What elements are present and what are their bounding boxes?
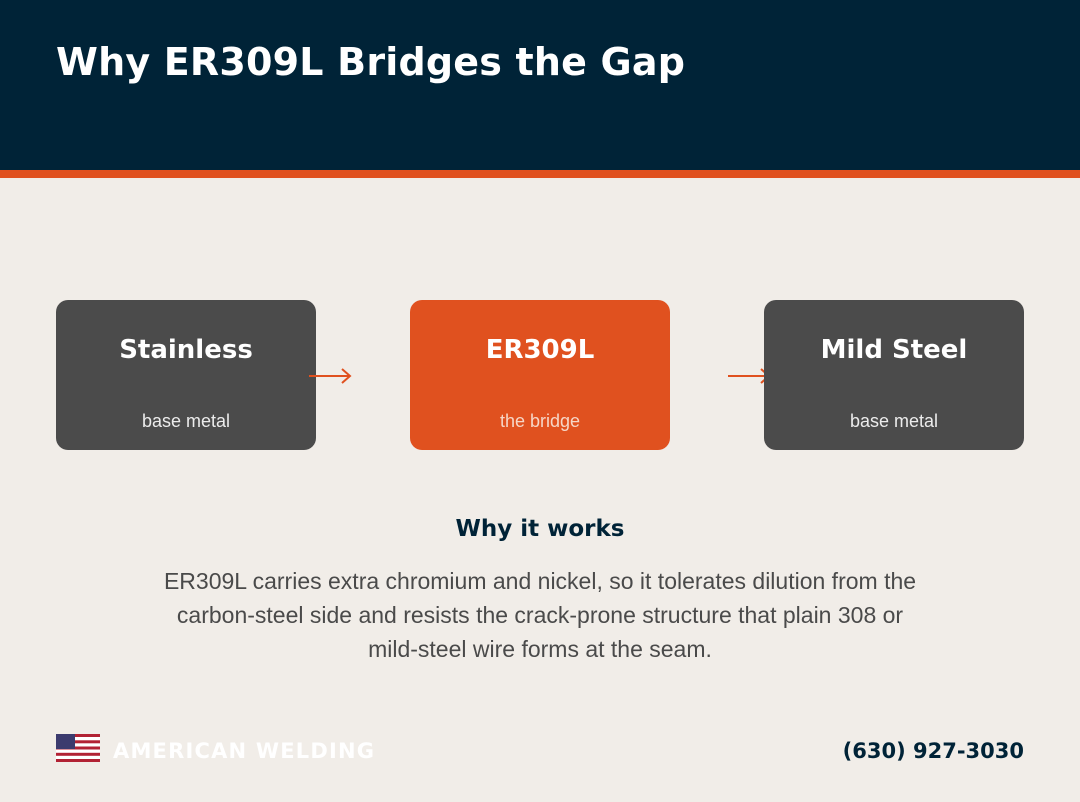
node-subtitle: base metal — [849, 411, 939, 431]
node-subtitle: base metal — [141, 411, 231, 431]
arrow-right-icon — [309, 368, 352, 384]
page-title: Why ER309L Bridges the Gap — [56, 40, 686, 84]
header-accent-bar — [0, 170, 1080, 178]
phone-number: (630) 927-3030 — [842, 739, 1024, 763]
node-title: Stainless — [119, 335, 253, 365]
brand-name: AMERICAN WELDING — [113, 739, 376, 763]
node-mild-steel: Mild Steel base metal — [764, 300, 1024, 450]
node-subtitle: the bridge — [499, 411, 581, 431]
node-stainless: Stainless base metal — [56, 300, 316, 450]
node-title: Mild Steel — [820, 335, 968, 365]
explanation-heading: Why it works — [455, 516, 625, 542]
explanation-body: ER309L carries extra chromium and nickel… — [163, 568, 917, 662]
node-title: ER309L — [485, 335, 595, 365]
header-banner — [0, 0, 1080, 170]
node-er309l: ER309L the bridge — [410, 300, 670, 450]
us-flag-icon — [56, 734, 100, 762]
